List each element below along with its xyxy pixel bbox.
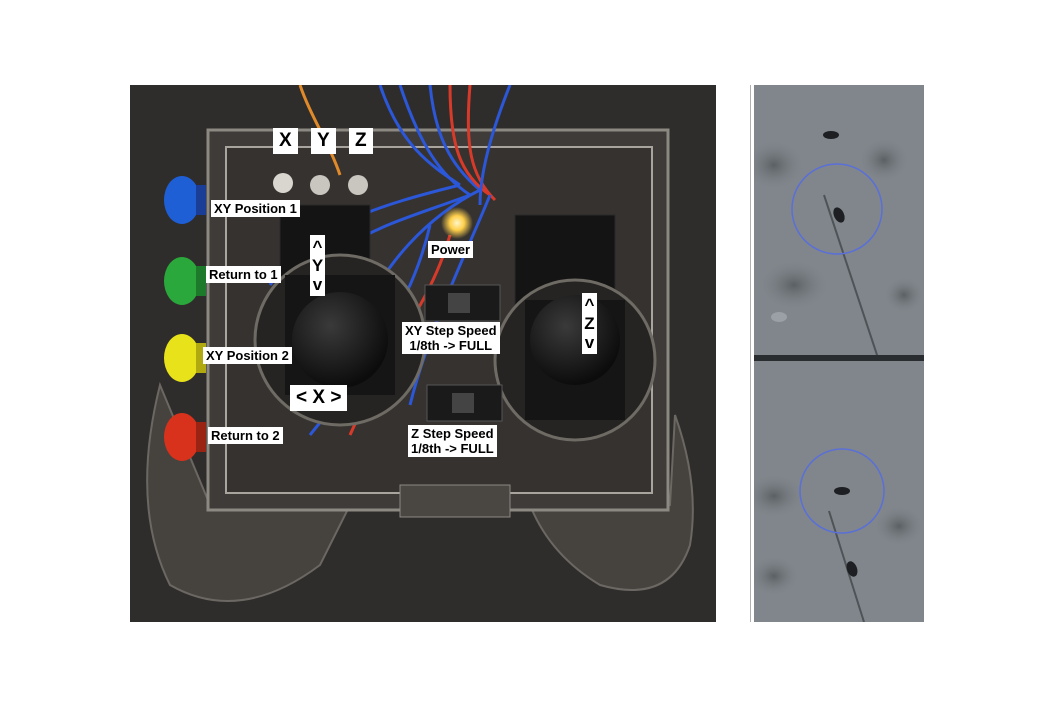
y-up-arrow: ^ [312,237,323,256]
left-handle [146,381,352,602]
return-to-1-label: Return to 1 [206,266,281,283]
z-step-speed-label: Z Step Speed 1/8th -> FULL [408,425,497,457]
x-axis-joystick-label: < X > [290,385,348,411]
xy-position-2-label: XY Position 2 [203,347,292,364]
power-led [441,207,473,239]
micrograph-before-graphic [754,85,924,361]
y-down-arrow: v [312,275,323,294]
target-circle-before [791,163,883,255]
axis-y-label: Y [311,128,336,154]
z-joystick [530,295,620,385]
micrograph-after [754,361,924,622]
micrograph-after-graphic [754,361,924,622]
target-circle-after [799,448,885,534]
xy-step-speed-line2: 1/8th -> FULL [409,338,493,353]
y-axis-joystick-label: ^ Y v [310,235,325,296]
axis-z-label: Z [349,128,373,154]
micrograph-before [754,85,924,361]
z-down-arrow: v [584,333,595,352]
y-letter: Y [311,256,324,275]
z-step-speed-line2: 1/8th -> FULL [411,441,494,456]
xy-step-speed-line1: XY Step Speed [405,323,497,338]
axis-x-label: X [273,128,298,154]
z-up-arrow: ^ [584,295,595,314]
right-handle [528,414,694,591]
z-step-speed-line1: Z Step Speed [411,426,494,441]
z-letter: Z [584,314,595,333]
power-label: Power [428,241,474,258]
xy-joystick [292,292,388,388]
panel-divider [750,85,751,622]
green-button [164,257,200,305]
xy-step-speed-label: XY Step Speed 1/8th -> FULL [402,322,500,354]
return-to-2-label: Return to 2 [208,427,283,444]
blue-button [164,176,200,224]
controller-photo: X Y Z XY Position 1 Return to 1 XY Posit… [130,85,716,622]
yellow-button [164,334,200,382]
red-button [164,413,200,461]
z-axis-joystick-label: ^ Z v [582,293,597,354]
xy-position-1-label: XY Position 1 [211,200,300,217]
